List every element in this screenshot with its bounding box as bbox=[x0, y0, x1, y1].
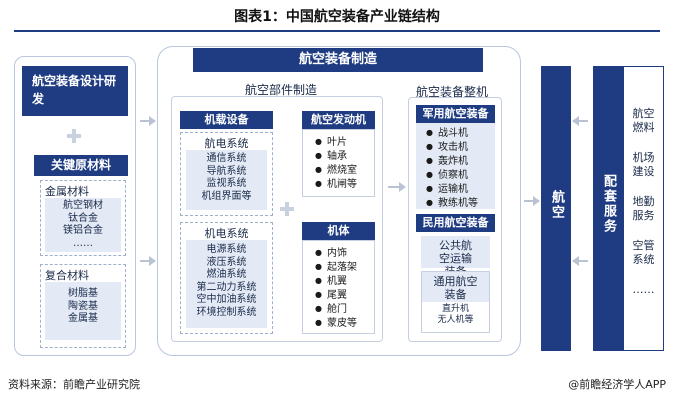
manufacturing-banner-label: 航空装备制造 bbox=[298, 52, 377, 67]
metal-item: …… bbox=[73, 237, 93, 249]
assembly-title: 航空装备整机 bbox=[416, 85, 489, 99]
materials-header-label: 关键原材料 bbox=[50, 158, 111, 172]
public-transport-box: 公共航空运输装备 bbox=[421, 236, 490, 278]
engine-box: 叶片 轴承 燃烧室 机闸等 bbox=[302, 129, 375, 197]
support-item: 空管系统 bbox=[632, 239, 655, 266]
composite-materials-title: 复合材料 bbox=[45, 269, 89, 282]
support-item: 机场建设 bbox=[632, 151, 655, 178]
military-item: 侦察机 bbox=[426, 168, 495, 182]
engine-item: 叶片 bbox=[315, 135, 374, 149]
parts-title: 航空部件制造 bbox=[245, 83, 318, 97]
metal-item: 航空钢材 bbox=[63, 200, 103, 211]
airframe-header-label: 机体 bbox=[327, 224, 350, 237]
composite-materials-list: 树脂基 陶瓷基 金属基 bbox=[45, 282, 121, 340]
composite-item: 树脂基 bbox=[68, 288, 98, 299]
materials-header: 关键原材料 bbox=[34, 155, 128, 176]
metal-materials-box: 金属材料 航空钢材 钛合金 镁铝合金 …… bbox=[40, 180, 126, 256]
avionics-item: 监视系统 bbox=[206, 178, 247, 189]
chart-title: 图表1：中国航空装备产业链结构 bbox=[234, 9, 440, 25]
avionics-list: 通信系统 导航系统 监视系统 机组界面等 bbox=[186, 150, 267, 210]
military-item: 攻击机 bbox=[426, 140, 495, 154]
military-header-label: 军用航空装备 bbox=[422, 107, 489, 120]
airframe-box: 内饰 起落架 机翼 尾翼 舱门 蒙皮等 bbox=[302, 240, 375, 334]
airframe-header: 机体 bbox=[302, 222, 375, 240]
metal-materials-list: 航空钢材 钛合金 镁铝合金 …… bbox=[45, 198, 121, 252]
design-rd-box: 航空装备设计研发 bbox=[22, 66, 128, 116]
avionics-box: 航电系统 通信系统 导航系统 监视系统 机组界面等 bbox=[180, 132, 273, 216]
airframe-list: 内饰 起落架 机翼 尾翼 舱门 蒙皮等 bbox=[315, 246, 374, 330]
footer-brand: @前瞻经济学人APP bbox=[568, 378, 666, 391]
airframe-item: 起落架 bbox=[315, 260, 374, 274]
electromech-item: 液压系统 bbox=[206, 256, 247, 268]
electromech-box: 机电系统 电源系统 液压系统 燃油系统 第二动力系统 空中加油系统 环境控制系统 bbox=[180, 222, 273, 334]
metal-item: 钛合金 bbox=[68, 212, 98, 224]
avionics-item: 导航系统 bbox=[206, 165, 247, 177]
avionics-item: 机组界面等 bbox=[201, 190, 252, 202]
support-item: 地勤服务 bbox=[632, 195, 655, 222]
general-aviation-header: 通用航空装备 bbox=[422, 272, 489, 302]
title-rule bbox=[14, 30, 660, 32]
electromech-title: 机电系统 bbox=[204, 227, 249, 240]
general-aviation-item: 直升机 bbox=[441, 304, 469, 314]
composite-item: 陶瓷基 bbox=[68, 300, 98, 312]
support-column: 配套服务 bbox=[593, 66, 623, 351]
military-list: 战斗机 攻击机 轰炸机 侦察机 运输机 教练机等 bbox=[426, 126, 495, 210]
design-rd-label: 航空装备设计研发 bbox=[32, 74, 117, 106]
airframe-item: 尾翼 bbox=[315, 288, 374, 302]
aviation-column: 航空 bbox=[541, 66, 571, 351]
engine-header-label: 航空发动机 bbox=[311, 113, 366, 126]
electromech-item: 电源系统 bbox=[206, 244, 247, 255]
footer-source: 资料来源：前瞻产业研究院 bbox=[8, 378, 140, 391]
general-aviation-label: 通用航空装备 bbox=[433, 275, 478, 301]
engine-header: 航空发动机 bbox=[302, 111, 375, 129]
electromech-list: 电源系统 液压系统 燃油系统 第二动力系统 空中加油系统 环境控制系统 bbox=[186, 240, 267, 328]
arrow-support-top bbox=[572, 116, 588, 126]
military-item: 战斗机 bbox=[426, 126, 495, 140]
plus-connector-middle bbox=[280, 202, 294, 216]
airframe-item: 蒙皮等 bbox=[315, 316, 374, 330]
engine-item: 轴承 bbox=[315, 149, 374, 163]
support-item: 航空燃料 bbox=[632, 107, 655, 134]
manufacturing-banner: 航空装备制造 bbox=[193, 48, 483, 72]
aviation-label: 航空 bbox=[549, 190, 564, 220]
support-items-box: 航空燃料 机场建设 地勤服务 空管系统 …… bbox=[623, 66, 664, 351]
metal-item: 镁铝合金 bbox=[63, 225, 103, 236]
military-item: 运输机 bbox=[426, 182, 495, 196]
plus-connector-left bbox=[67, 129, 81, 143]
military-item: 轰炸机 bbox=[426, 154, 495, 168]
general-aviation-box: 通用航空装备 直升机 无人机等 bbox=[421, 271, 490, 333]
support-item: …… bbox=[632, 283, 655, 296]
military-header: 军用航空装备 bbox=[416, 105, 495, 123]
electromech-item: 第二动力系统 bbox=[196, 281, 257, 293]
arrow-support-bottom bbox=[572, 256, 588, 266]
electromech-item: 环境控制系统 bbox=[196, 306, 257, 318]
general-aviation-item: 无人机等 bbox=[437, 315, 474, 325]
airborne-header-label: 机载设备 bbox=[204, 113, 249, 126]
airframe-item: 机翼 bbox=[315, 274, 374, 288]
engine-item: 燃烧室 bbox=[315, 163, 374, 177]
avionics-item: 通信系统 bbox=[206, 153, 247, 164]
arrow-right-top bbox=[140, 116, 156, 126]
airframe-item: 舱门 bbox=[315, 302, 374, 316]
composite-materials-box: 复合材料 树脂基 陶瓷基 金属基 bbox=[40, 264, 126, 348]
military-box: 战斗机 攻击机 轰炸机 侦察机 运输机 教练机等 bbox=[416, 123, 495, 209]
support-label: 配套服务 bbox=[601, 174, 616, 234]
electromech-item: 燃油系统 bbox=[206, 269, 247, 280]
composite-item: 金属基 bbox=[68, 313, 98, 324]
avionics-title: 航电系统 bbox=[204, 137, 249, 150]
civil-header-label: 民用航空装备 bbox=[422, 216, 489, 229]
airframe-item: 内饰 bbox=[315, 246, 374, 260]
electromech-item: 空中加油系统 bbox=[196, 294, 257, 305]
general-aviation-list: 直升机 无人机等 bbox=[422, 304, 489, 326]
airborne-header: 机载设备 bbox=[180, 111, 273, 129]
metal-materials-title: 金属材料 bbox=[45, 185, 89, 198]
arrow-right-bottom bbox=[140, 256, 156, 266]
civil-header: 民用航空装备 bbox=[416, 214, 495, 232]
military-item: 教练机等 bbox=[426, 196, 495, 210]
engine-item: 机闸等 bbox=[315, 177, 374, 191]
arrow-to-aviation bbox=[524, 196, 540, 206]
engine-list: 叶片 轴承 燃烧室 机闸等 bbox=[315, 135, 374, 191]
arrow-parts-to-assembly bbox=[388, 182, 406, 192]
